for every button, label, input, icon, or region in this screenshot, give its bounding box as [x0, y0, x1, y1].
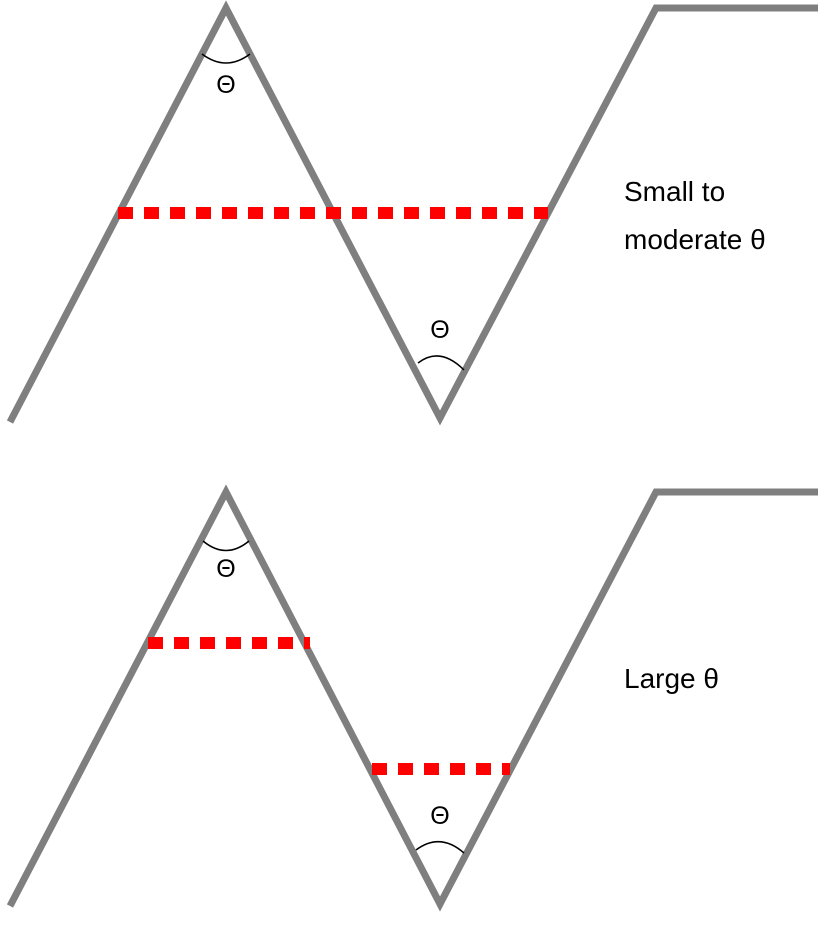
bottom-profile-line [6, 484, 818, 912]
top-peak-angle-label: Θ [216, 71, 235, 99]
top-panel: Θ Θ Small to moderate θ [6, 0, 818, 426]
bottom-valley-angle-arc [415, 841, 465, 854]
top-caption-line1: Small to [624, 176, 725, 207]
top-peak-angle-arc [201, 53, 251, 64]
top-valley-angle-label: Θ [430, 316, 449, 344]
bottom-caption-line1: Large θ [624, 663, 719, 694]
bottom-peak-angle-arc [202, 540, 250, 552]
bottom-peak-angle-label: Θ [216, 555, 235, 583]
bottom-valley-angle-label: Θ [430, 802, 449, 830]
top-profile-line [6, 0, 818, 426]
bottom-panel: Θ Θ Large θ [6, 484, 818, 912]
top-caption-line2: moderate θ [624, 224, 766, 255]
top-valley-angle-arc [417, 355, 465, 371]
